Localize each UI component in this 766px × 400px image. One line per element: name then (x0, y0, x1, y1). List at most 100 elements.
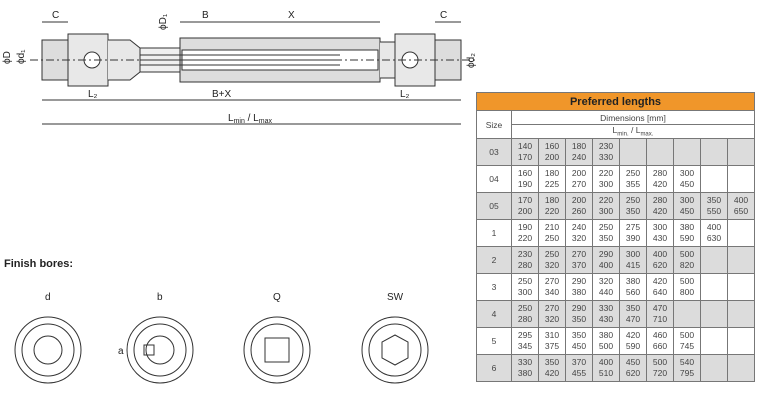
size-cell: 1 (476, 219, 512, 247)
label-D: ϕD (2, 51, 13, 64)
empty-cell (727, 300, 755, 328)
empty-cell (700, 246, 728, 274)
label-c-left: C (52, 10, 59, 21)
label-sw: SW (387, 292, 404, 303)
empty-cell (673, 300, 701, 328)
label-d2: ϕd₂ (466, 53, 477, 68)
label-bx: B+X (212, 89, 232, 100)
empty-cell (727, 273, 755, 301)
label-d1: ϕd₁ (16, 49, 27, 64)
label-l2-right: L₂ (400, 89, 410, 100)
label-X: X (288, 10, 295, 21)
size-cell: 4 (476, 300, 512, 328)
empty-cell (727, 219, 755, 247)
label-q: Q (273, 292, 281, 303)
size-cell: 6 (476, 354, 512, 382)
size-cell: 05 (476, 192, 512, 220)
dims-header: Dimensions [mm] (511, 110, 755, 125)
label-l2-left: L₂ (88, 89, 98, 100)
empty-cell (727, 165, 755, 193)
label-lmin-lmax: Lmin / Lmax (228, 113, 272, 125)
finish-bores-title: Finish bores: (4, 258, 74, 270)
size-cell: 3 (476, 273, 512, 301)
label-d: d (45, 292, 51, 303)
label-B: B (202, 10, 209, 21)
size-header: Size (476, 110, 512, 139)
label-c-right: C (440, 10, 447, 21)
empty-cell (700, 138, 728, 166)
empty-cell (727, 354, 755, 382)
empty-cell (700, 354, 728, 382)
empty-cell (673, 138, 701, 166)
size-cell: 04 (476, 165, 512, 193)
label-b: b (157, 292, 163, 303)
empty-cell (700, 165, 728, 193)
empty-cell (700, 273, 728, 301)
empty-cell (700, 327, 728, 355)
size-cell: 5 (476, 327, 512, 355)
size-cell: 2 (476, 246, 512, 274)
empty-cell (727, 138, 755, 166)
length-header: Lmin. / Lmax. (511, 124, 755, 139)
empty-cell (727, 246, 755, 274)
